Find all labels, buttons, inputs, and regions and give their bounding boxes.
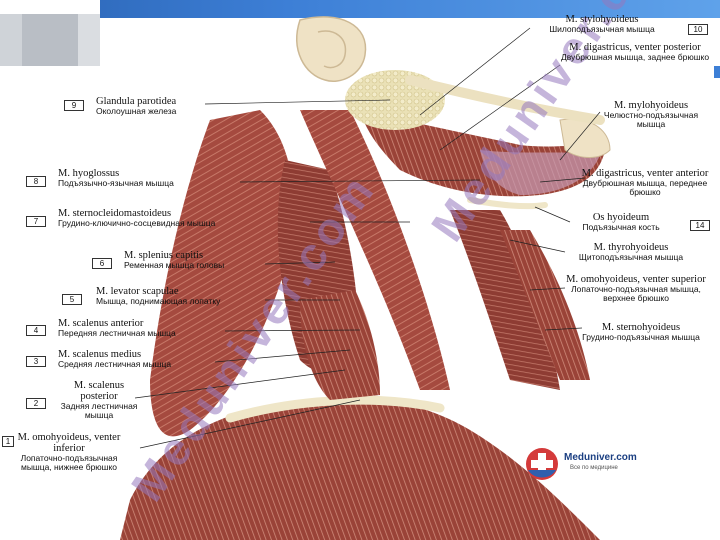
label-levator: M. levator scapulae Мышца, поднимающая л… [96,286,220,306]
corner-decoration-2 [22,14,78,66]
label-number-14: 14 [690,220,710,231]
label-number-4: 4 [26,325,46,336]
ear-inner [317,30,347,69]
label-thyrohyoid-russian: Щитоподъязычная мышца [578,252,684,263]
clavicle-bone [225,395,445,423]
label-digastric-posterior: M. digastricus, venter posterior Двубрюш… [560,42,710,62]
label-os-hyoideum-russian: Подъязычная кость [582,222,660,233]
trapezius-muscle [150,110,294,437]
label-number-6: 6 [92,258,112,269]
label-splenius: M. splenius capitis Ременная мышца голов… [124,250,224,270]
label-stylohyoid: M. stylohyoideus Шилоподъязычная мышца [532,14,672,34]
label-mylohyoid-russian: Челюстно-подъязычная мышца [603,110,699,129]
label-number-2: 2 [26,398,46,409]
label-mylohyoid-latin: M. mylohyoideus [613,100,689,111]
label-splenius-latin: M. splenius capitis [124,250,204,261]
mandible-edge [405,75,605,125]
label-digastric-posterior-latin: M. digastricus, venter posterior [569,42,701,53]
label-number-8: 8 [26,176,46,187]
label-number-1: 1 [2,436,14,447]
label-parotid-latin: Glandula parotidea [96,96,177,107]
label-sternohyoid: M. sternohyoideus Грудино-подъязычная мы… [576,322,706,342]
corner-decoration-1 [0,14,22,66]
meduniver-logo: Meduniver.com Все по медицине [524,446,674,482]
label-levator-latin: M. levator scapulae [96,286,179,297]
infrahyoid-group [450,210,560,390]
header-notch [0,0,100,14]
label-sternohyoid-latin: M. sternohyoideus [601,322,681,333]
logo-brand: Meduniver.com [564,452,637,463]
label-hyoglossus-latin: M. hyoglossus [58,168,120,179]
mylohyoid-muscle [480,150,600,195]
label-thyrohyoid-latin: M. thyrohyoideus [593,242,669,253]
label-digastric-anterior-russian: Двубрюшная мышца, переднее брюшко [582,178,708,197]
scalene-group [300,290,380,400]
label-parotid-russian: Околоушная железа [96,106,177,117]
label-digastric-anterior: M. digastricus, venter anterior Двубрюшн… [580,168,710,197]
right-accent-bar [714,66,720,78]
label-os-hyoideum: Os hyoideum Подъязычная кость [556,212,686,232]
label-number-10: 10 [688,24,708,35]
label-scalenus-medius-russian: Средняя лестничная мышца [58,359,172,370]
slide-header-bar [0,0,720,18]
label-scm-latin: M. sternocleidomastoideus [58,208,172,219]
label-omohyoid-inferior-latin: M. omohyoideus, venter inferior [17,432,121,455]
leader-lines [134,27,601,449]
label-mylohyoid: M. mylohyoideus Челюстно-подъязычная мыш… [596,100,706,129]
ear [296,16,367,82]
label-scalenus-anterior: M. scalenus anterior Передняя лестничная… [58,318,176,338]
label-omohyoid-inferior: M. omohyoideus, venter inferior Лопаточн… [14,432,124,472]
label-scm-russian: Грудино-ключично-сосцевидная мышца [58,218,216,229]
label-number-9: 9 [64,100,84,111]
label-number-7: 7 [26,216,46,227]
shoulder-muscle [120,397,600,540]
logo-tagline: Все по медицине [570,465,618,471]
label-parotid: Glandula parotidea Околоушная железа [96,96,176,116]
parotid-gland [345,70,445,130]
label-hyoglossus-russian: Подъязычно-язычная мышца [58,178,174,189]
label-scalenus-posterior-latin: M. scalenus posterior [73,380,125,403]
label-stylohyoid-latin: M. stylohyoideus [565,14,639,25]
label-levator-russian: Мышца, поднимающая лопатку [96,296,221,307]
label-sternocleidomastoid: M. sternocleidomastoideus Грудино-ключич… [58,208,215,228]
label-os-hyoideum-latin: Os hyoideum [592,212,650,223]
corner-decoration-3 [78,14,100,66]
label-thyrohyoid: M. thyrohyoideus Щитоподъязычная мышца [556,242,706,262]
medical-cross-icon [526,448,558,480]
label-scalenus-anterior-latin: M. scalenus anterior [58,318,144,329]
label-scalenus-medius-latin: M. scalenus medius [58,349,142,360]
label-number-3: 3 [26,356,46,367]
label-omohyoid-superior-russian: Лопаточно-подъязычная мышца, верхнее брю… [571,284,701,303]
hyoid-bone [467,197,548,210]
label-digastric-posterior-russian: Двубрюшная мышца, заднее брюшко [560,52,710,63]
label-scalenus-medius: M. scalenus medius Средняя лестничная мы… [58,349,171,369]
label-splenius-russian: Ременная мышца головы [124,260,225,271]
label-sternohyoid-russian: Грудино-подъязычная мышца [582,332,700,343]
label-scalenus-anterior-russian: Передняя лестничная мышца [58,328,176,339]
label-digastric-anterior-latin: M. digastricus, venter anterior [581,168,709,179]
label-omohyoid-inferior-russian: Лопаточно-подъязычная мышца, нижнее брюш… [20,453,118,472]
thyroid-region [500,230,590,380]
label-hyoglossus: M. hyoglossus Подъязычно-язычная мышца [58,168,174,188]
label-omohyoid-superior: M. omohyoideus, venter superior Лопаточн… [556,274,716,303]
label-scalenus-posterior-russian: Задняя лестничная мышца [60,401,138,420]
label-stylohyoid-russian: Шилоподъязычная мышца [549,24,655,35]
label-scalenus-posterior: M. scalenus posterior Задняя лестничная … [54,380,144,420]
label-omohyoid-superior-latin: M. omohyoideus, venter superior [566,274,706,285]
label-number-5: 5 [62,294,82,305]
sternocleidomastoid-muscle [300,110,450,390]
